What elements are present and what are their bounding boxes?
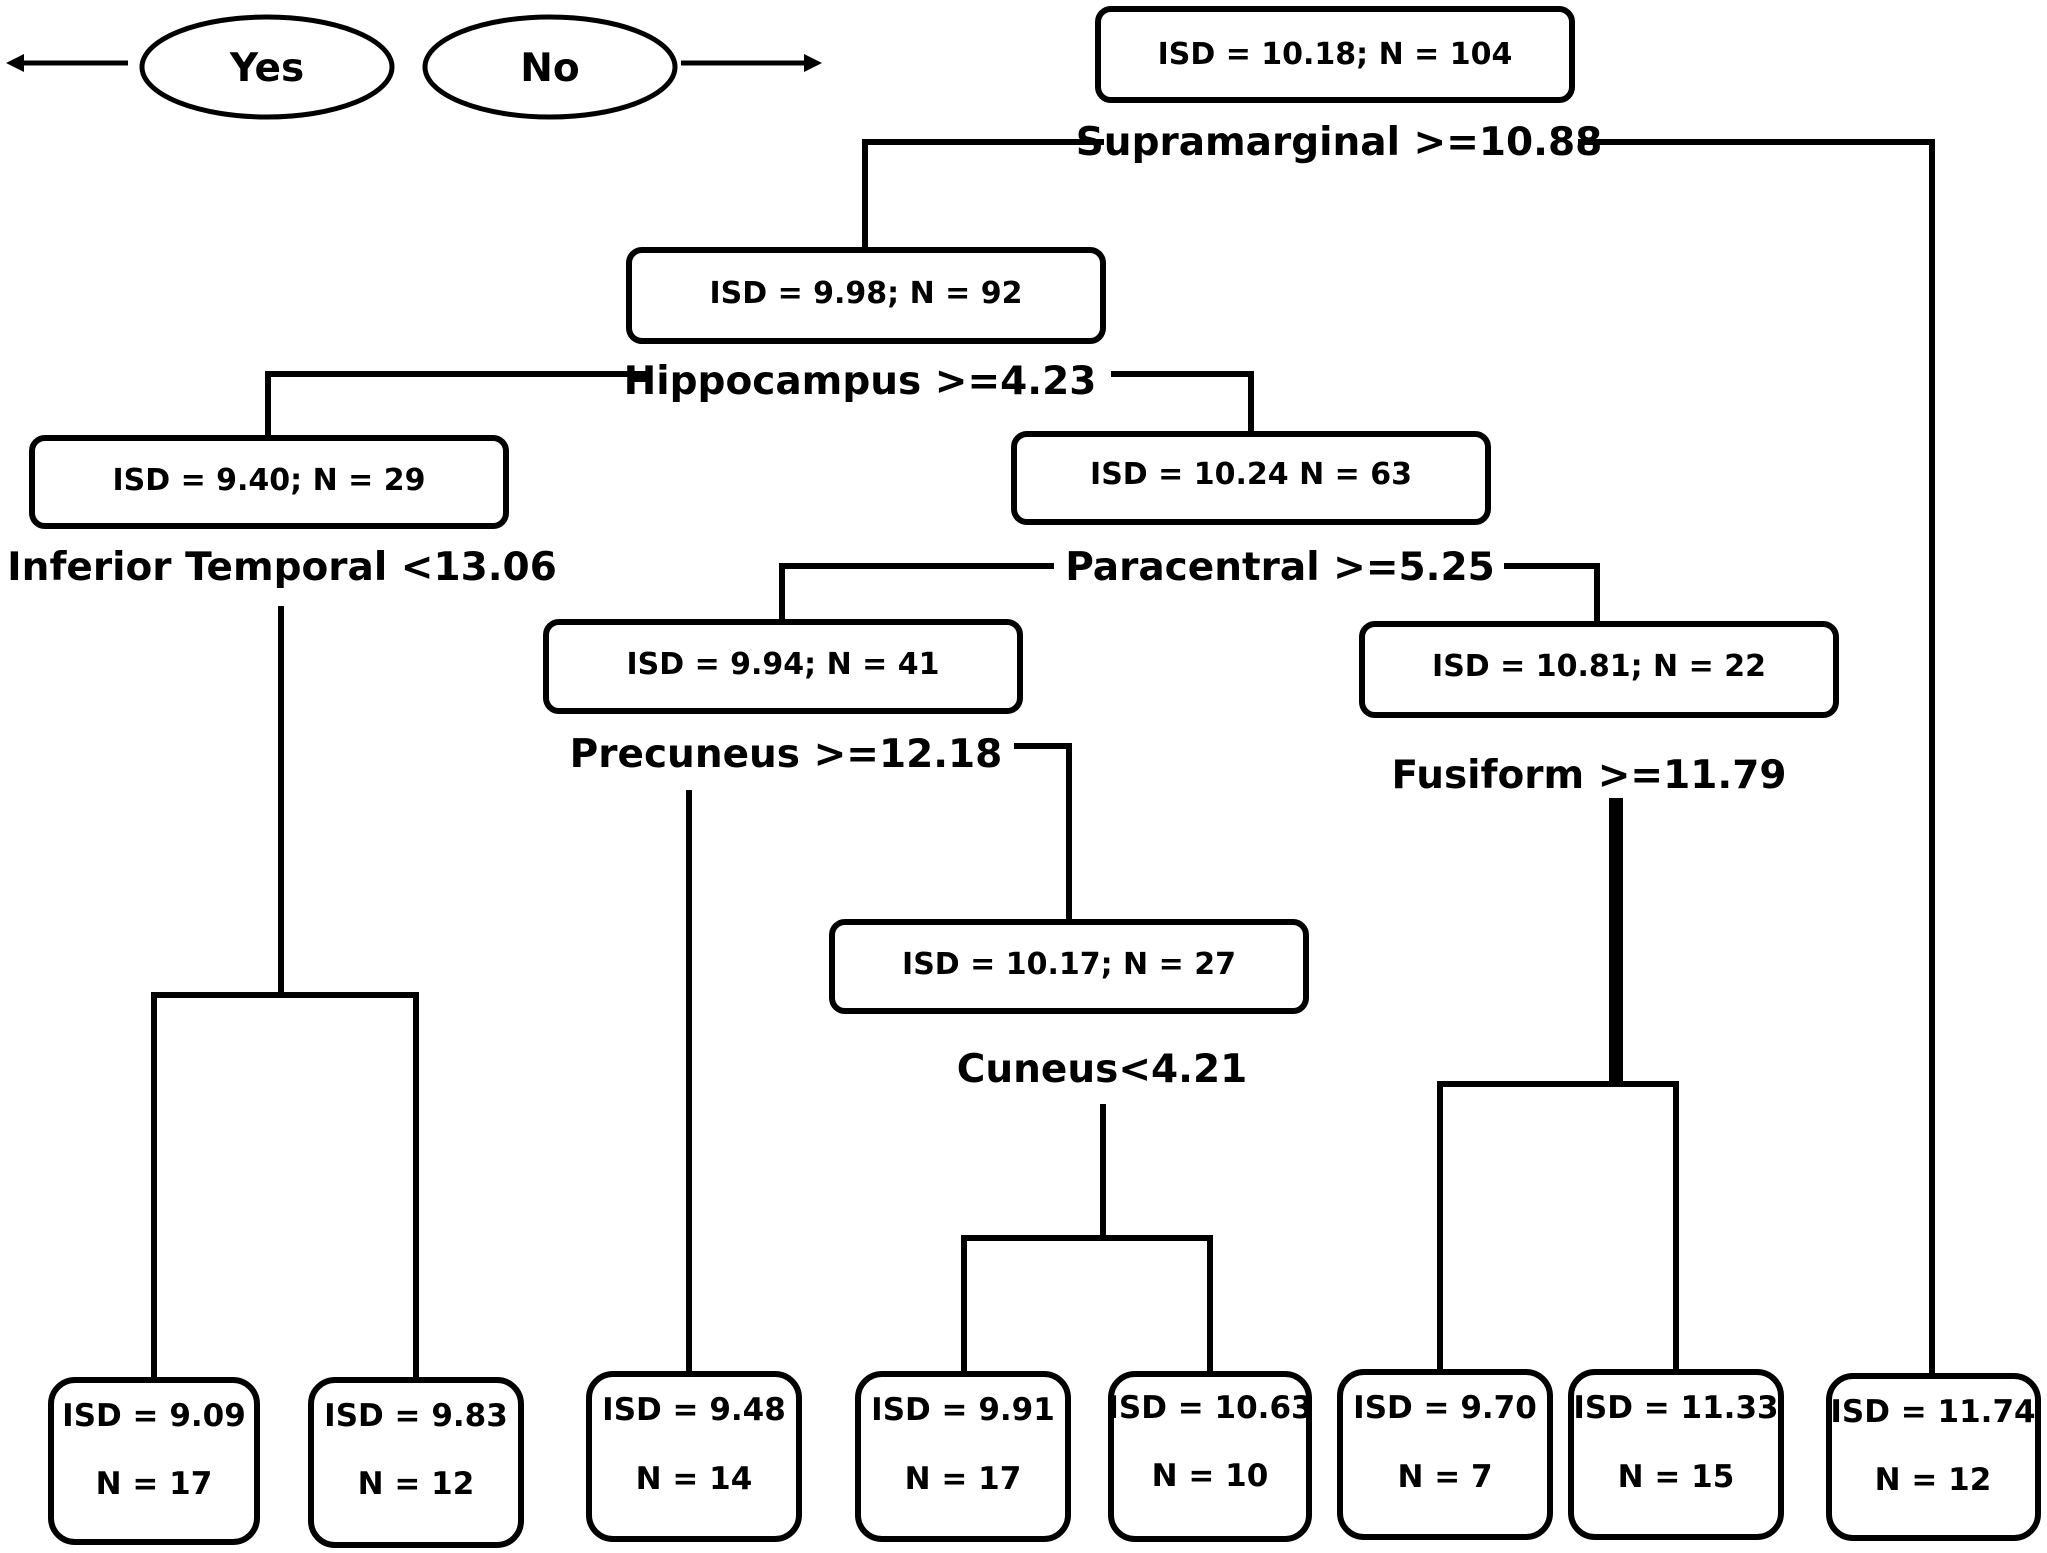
node-n22-label: ISD = 10.81; N = 22	[1432, 649, 1766, 684]
split-supramarginal: Supramarginal >=10.88	[1076, 120, 1603, 165]
cuneus-branch-right	[1103, 1235, 1213, 1377]
paracentral-yes-branch	[779, 563, 1054, 622]
leaf-box	[586, 1371, 802, 1542]
cuneus-branch	[961, 1104, 1106, 1377]
leaf-n: N = 17	[96, 1466, 213, 1502]
split-inferior-temporal: Inferior Temporal <13.06	[7, 545, 557, 590]
leaf-isd: ISD = 10.63	[1107, 1390, 1312, 1426]
leaf-box	[855, 1371, 1071, 1542]
leaf-n: N = 15	[1618, 1459, 1735, 1495]
node-n22: ISD = 10.81; N = 22	[1359, 621, 1839, 718]
node-n29-box	[29, 435, 509, 529]
leaf-isd: ISD = 11.33	[1573, 1390, 1778, 1426]
leaf-isd: ISD = 9.48	[602, 1392, 786, 1428]
node-n63: ISD = 10.24 N = 63	[1011, 431, 1491, 525]
node-n29: ISD = 9.40; N = 29	[29, 435, 509, 529]
leaf-box	[1337, 1369, 1553, 1540]
supramarginal-no-branch	[1578, 139, 1935, 1383]
leaf-node: ISD = 9.70 N = 7	[1337, 1369, 1553, 1540]
connectors	[151, 139, 1935, 1383]
node-n92: ISD = 9.98; N = 92	[626, 247, 1106, 344]
fusiform-branch-right	[1616, 1081, 1679, 1375]
fusiform-branch	[1437, 1081, 1616, 1375]
split-paracentral-mask	[1054, 544, 1504, 592]
leaf-isd: ISD = 9.83	[324, 1398, 508, 1434]
split-cuneus: Cuneus<4.21	[957, 1047, 1247, 1092]
leaf-n: N = 12	[1875, 1462, 1992, 1498]
internal-nodes: ISD = 10.18; N = 104 ISD = 9.98; N = 92 …	[29, 6, 1839, 1014]
leaf-node: ISD = 9.91 N = 17	[855, 1371, 1071, 1542]
leaf-box	[1826, 1373, 2041, 1541]
legend: Yes No	[6, 14, 822, 120]
precuneus-no-branch	[1014, 743, 1072, 922]
leaf-box	[1568, 1369, 1784, 1540]
node-root-box	[1095, 6, 1575, 103]
no-label: No	[520, 46, 579, 91]
split-paracentral: Paracentral >=5.25	[1065, 545, 1494, 590]
node-n92-label: ISD = 9.98; N = 92	[709, 276, 1022, 311]
split-labels: Supramarginal >=10.88 Hippocampus >=4.23…	[7, 118, 1786, 1092]
node-n29-label: ISD = 9.40; N = 29	[112, 463, 425, 498]
node-root: ISD = 10.18; N = 104	[1095, 6, 1575, 103]
no-ellipse	[422, 14, 678, 120]
split-fusiform: Fusiform >=11.79	[1392, 753, 1787, 798]
leaf-n: N = 12	[358, 1466, 475, 1502]
yes-arrow-head	[6, 54, 24, 72]
leaf-node: ISD = 11.74 N = 12	[1826, 1373, 2041, 1541]
node-n27: ISD = 10.17; N = 27	[829, 919, 1309, 1014]
node-n22-box	[1359, 621, 1839, 718]
node-root-label: ISD = 10.18; N = 104	[1158, 37, 1513, 72]
node-n27-label: ISD = 10.17; N = 27	[902, 947, 1236, 982]
split-supramarginal-mask	[1104, 118, 1578, 168]
hippocampus-no-branch	[1111, 371, 1254, 434]
node-n27-box	[829, 919, 1309, 1014]
leaf-n: N = 10	[1152, 1458, 1269, 1494]
leaf-node: ISD = 9.48 N = 14	[586, 1371, 802, 1542]
leaf-node: ISD = 9.83 N = 12	[308, 1377, 524, 1548]
node-n41-box	[543, 619, 1023, 714]
yes-label: Yes	[229, 46, 304, 91]
leaf-box	[1108, 1371, 1312, 1542]
leaf-isd: ISD = 9.91	[871, 1392, 1055, 1428]
hippocampus-yes-branch	[265, 371, 648, 438]
yes-ellipse	[139, 14, 395, 120]
split-precuneus-mask	[590, 726, 1014, 774]
inferior-temporal-branch	[151, 606, 284, 1383]
inferior-temporal-branch-right	[281, 992, 419, 1383]
no-arrow-head	[804, 54, 822, 72]
node-n92-box	[626, 247, 1106, 344]
leaf-box	[308, 1377, 524, 1548]
split-hippocampus-mask	[648, 354, 1111, 402]
supramarginal-yes-branch	[862, 139, 1104, 250]
leaf-isd: ISD = 9.70	[1353, 1390, 1537, 1426]
leaf-n: N = 17	[905, 1461, 1022, 1497]
leaf-box	[48, 1377, 260, 1545]
leaf-nodes: ISD = 9.09 N = 17 ISD = 9.83 N = 12 ISD …	[48, 1369, 2041, 1548]
leaf-node: ISD = 11.33 N = 15	[1568, 1369, 1784, 1540]
node-n63-box	[1011, 431, 1491, 525]
leaf-node: ISD = 10.63 N = 10	[1107, 1371, 1313, 1542]
leaf-n: N = 7	[1397, 1459, 1492, 1495]
paracentral-no-branch	[1504, 563, 1600, 624]
leaf-isd: ISD = 11.74	[1830, 1394, 2035, 1430]
node-n63-label: ISD = 10.24 N = 63	[1090, 457, 1412, 492]
leaf-n: N = 14	[636, 1461, 753, 1497]
node-n41: ISD = 9.94; N = 41	[543, 619, 1023, 714]
split-precuneus: Precuneus >=12.18	[570, 732, 1003, 777]
leaf-node: ISD = 9.09 N = 17	[48, 1377, 260, 1545]
split-hippocampus: Hippocampus >=4.23	[624, 359, 1097, 404]
leaf-isd: ISD = 9.09	[62, 1398, 246, 1434]
node-n41-label: ISD = 9.94; N = 41	[626, 647, 939, 682]
